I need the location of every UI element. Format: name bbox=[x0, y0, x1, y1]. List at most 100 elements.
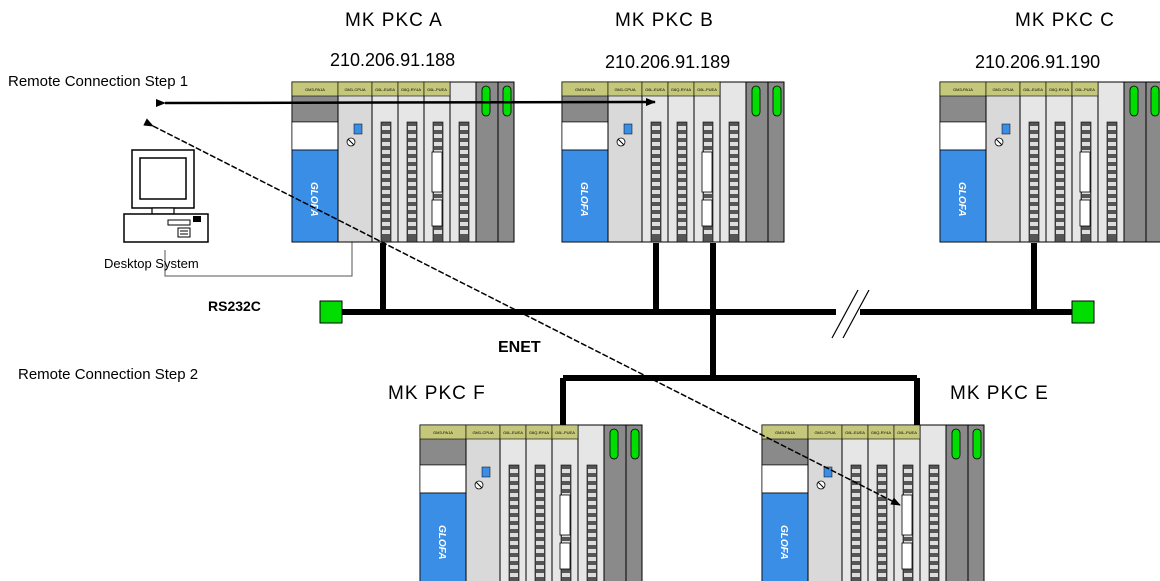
terminal-screw bbox=[408, 190, 416, 194]
key-switch-mark bbox=[995, 138, 1003, 146]
terminal-screw bbox=[930, 493, 938, 497]
terminal-screw bbox=[878, 525, 886, 529]
terminal-screw bbox=[382, 190, 390, 194]
terminal-screw bbox=[678, 150, 686, 154]
terminal-screw bbox=[730, 134, 738, 138]
module-header-label: G6L-PUEA bbox=[897, 430, 917, 435]
module-header bbox=[693, 81, 721, 97]
power-label-area bbox=[419, 464, 467, 494]
terminal-screw bbox=[536, 525, 544, 529]
terminal-screw bbox=[510, 477, 518, 481]
module-header-label: G6L-PUEA bbox=[697, 87, 717, 92]
terminal-screw bbox=[382, 230, 390, 234]
terminal-screw bbox=[588, 501, 596, 505]
cpu-module bbox=[465, 424, 501, 581]
terminal-screw bbox=[730, 158, 738, 162]
terminal-screw bbox=[434, 126, 442, 130]
terminal-screw bbox=[588, 509, 596, 513]
module-header-label: GM1-CPUA bbox=[814, 430, 835, 435]
module-header-label: G6L-PUEA bbox=[1075, 87, 1095, 92]
cpu-led bbox=[1001, 123, 1011, 135]
terminal-screw bbox=[678, 222, 686, 226]
terminal-screw bbox=[652, 142, 660, 146]
terminal-screw bbox=[460, 150, 468, 154]
terminal-screw bbox=[678, 166, 686, 170]
terminal-screw bbox=[704, 134, 712, 138]
terminal-screw bbox=[510, 565, 518, 569]
terminal-screw bbox=[678, 230, 686, 234]
terminal-screw bbox=[382, 158, 390, 162]
brand-label: GLOFA bbox=[436, 525, 447, 559]
terminal-screw bbox=[382, 174, 390, 178]
connector-port bbox=[701, 151, 713, 193]
terminal-screw bbox=[1030, 142, 1038, 146]
indicator-oval bbox=[502, 85, 512, 117]
power-led bbox=[193, 216, 201, 222]
terminal-screw bbox=[678, 182, 686, 186]
terminal-screw bbox=[536, 549, 544, 553]
terminal-screw bbox=[588, 477, 596, 481]
terminal-screw bbox=[408, 142, 416, 146]
terminal-screw bbox=[434, 134, 442, 138]
terminal-screw bbox=[852, 525, 860, 529]
terminal-screw bbox=[1030, 206, 1038, 210]
terminal-screw bbox=[382, 182, 390, 186]
connector-port bbox=[1079, 151, 1091, 193]
terminal-screw bbox=[1056, 150, 1064, 154]
cpu-module bbox=[607, 81, 643, 243]
terminal-screw bbox=[652, 198, 660, 202]
cpu-led bbox=[353, 123, 363, 135]
terminal-screw bbox=[930, 501, 938, 505]
terminal-screw bbox=[1056, 230, 1064, 234]
plc-b-ip: 210.206.91.189 bbox=[605, 52, 731, 72]
terminal-screw bbox=[510, 469, 518, 473]
indicator-oval bbox=[609, 428, 619, 460]
terminal-screw bbox=[382, 150, 390, 154]
terminal-screw bbox=[730, 222, 738, 226]
terminal-screw bbox=[678, 158, 686, 162]
brand-panel bbox=[939, 149, 987, 243]
terminal-screw bbox=[588, 525, 596, 529]
terminal-screw bbox=[904, 573, 912, 577]
module-header-label: G6L-EUEA bbox=[375, 87, 395, 92]
indicator-oval bbox=[751, 85, 761, 117]
terminal-screw bbox=[930, 509, 938, 513]
brand-label: GLOFA bbox=[308, 182, 319, 216]
connector-port bbox=[701, 199, 713, 227]
cpu-module bbox=[807, 424, 843, 581]
indicator-oval bbox=[772, 85, 782, 117]
terminal-screw bbox=[1030, 222, 1038, 226]
terminal-screw bbox=[878, 501, 886, 505]
terminal-screw bbox=[878, 509, 886, 513]
terminal-screw bbox=[852, 517, 860, 521]
terminal-screw bbox=[460, 222, 468, 226]
module-header-label: G6Q-RY4A bbox=[671, 87, 691, 92]
indicator-oval bbox=[481, 85, 491, 117]
plc-f-name: MK PKC F bbox=[388, 383, 486, 404]
terminal-screw bbox=[562, 477, 570, 481]
terminal-screw bbox=[510, 533, 518, 537]
terminal-screw bbox=[930, 541, 938, 545]
terminal-screw bbox=[930, 557, 938, 561]
module-header-label: G6Q-RY4A bbox=[871, 430, 891, 435]
module-header-label: GM1-CPUA bbox=[614, 87, 635, 92]
terminal-screw bbox=[930, 469, 938, 473]
terminal-screw bbox=[652, 174, 660, 178]
terminal-screw bbox=[588, 517, 596, 521]
indicator-oval bbox=[630, 428, 640, 460]
terminal-screw bbox=[1056, 174, 1064, 178]
terminal-screw bbox=[536, 509, 544, 513]
terminal-screw bbox=[930, 517, 938, 521]
module-header-label: G6Q-RY4A bbox=[529, 430, 549, 435]
terminal-screw bbox=[1030, 190, 1038, 194]
terminal-screw bbox=[1056, 142, 1064, 146]
terminal-screw bbox=[852, 477, 860, 481]
terminal-screw bbox=[930, 533, 938, 537]
plc-a-name: MK PKC A bbox=[345, 10, 443, 31]
terminal-screw bbox=[730, 198, 738, 202]
terminal-screw bbox=[878, 477, 886, 481]
terminal-screw bbox=[878, 517, 886, 521]
terminal-screw bbox=[536, 541, 544, 545]
